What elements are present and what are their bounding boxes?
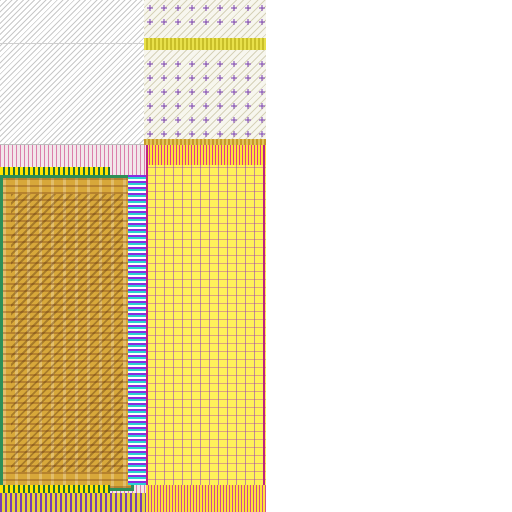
plus-marker <box>245 5 251 11</box>
plus-marker <box>189 89 195 95</box>
plus-marker <box>161 75 167 81</box>
plus-marker <box>217 89 223 95</box>
plus-marker <box>203 131 209 137</box>
plus-marker <box>161 131 167 137</box>
plus-marker <box>189 61 195 67</box>
routing-block <box>146 145 266 512</box>
plus-marker <box>203 5 209 11</box>
plus-marker <box>161 103 167 109</box>
plus-marker <box>161 61 167 67</box>
plus-marker <box>245 131 251 137</box>
plus-marker <box>175 5 181 11</box>
plus-marker <box>203 117 209 123</box>
plus-marker <box>189 75 195 81</box>
plus-marker <box>175 131 181 137</box>
plus-marker <box>259 5 265 11</box>
plus-marker <box>147 103 153 109</box>
cell-core-block <box>0 145 146 512</box>
hatched-region-top-left <box>0 0 144 145</box>
plus-marker <box>175 61 181 67</box>
plus-marker <box>147 131 153 137</box>
routing-right-rail <box>263 145 265 512</box>
plus-marker <box>231 5 237 11</box>
plus-marker <box>175 75 181 81</box>
plus-marker <box>245 75 251 81</box>
power-ring-bottom <box>0 485 110 493</box>
bottom-band <box>144 139 266 147</box>
plus-marker <box>189 103 195 109</box>
power-ring-top <box>0 167 110 175</box>
plus-marker <box>175 103 181 109</box>
plus-marker <box>231 89 237 95</box>
plus-marker <box>245 103 251 109</box>
plus-marker <box>147 19 153 25</box>
plus-marker <box>245 19 251 25</box>
crosshatch-region-top-right <box>144 0 266 147</box>
plus-marker <box>217 117 223 123</box>
routing-top-strip <box>146 145 266 165</box>
plus-marker <box>203 75 209 81</box>
plus-marker <box>245 89 251 95</box>
plus-marker <box>231 131 237 137</box>
plus-marker <box>147 75 153 81</box>
plus-marker <box>217 61 223 67</box>
plus-marker <box>259 19 265 25</box>
plus-marker <box>203 89 209 95</box>
plus-marker <box>161 19 167 25</box>
plus-marker <box>231 117 237 123</box>
plus-marker <box>217 75 223 81</box>
plus-marker <box>175 117 181 123</box>
plus-marker <box>231 75 237 81</box>
plus-marker <box>259 61 265 67</box>
plus-marker <box>259 75 265 81</box>
plus-marker <box>245 61 251 67</box>
plus-marker <box>259 89 265 95</box>
plus-marker <box>189 131 195 137</box>
plus-marker <box>217 103 223 109</box>
plus-marker <box>203 19 209 25</box>
plus-marker <box>259 103 265 109</box>
plus-marker <box>217 5 223 11</box>
plus-marker <box>259 117 265 123</box>
plus-marker <box>147 61 153 67</box>
standard-cell-array <box>0 175 134 491</box>
plus-marker <box>189 117 195 123</box>
plus-marker <box>217 131 223 137</box>
hatch-divider-line <box>0 43 144 44</box>
plus-marker <box>259 131 265 137</box>
plus-marker <box>189 19 195 25</box>
plus-marker <box>147 117 153 123</box>
routing-bottom-strip <box>146 485 266 512</box>
plus-marker <box>161 5 167 11</box>
core-right-edge <box>128 175 146 485</box>
plus-marker <box>147 89 153 95</box>
plus-marker <box>203 61 209 67</box>
plus-marker <box>161 117 167 123</box>
bottom-pad-row <box>0 493 146 512</box>
yellow-band <box>144 38 266 50</box>
plus-marker <box>175 19 181 25</box>
plus-marker <box>231 19 237 25</box>
plus-marker <box>231 103 237 109</box>
plus-marker <box>147 5 153 11</box>
plus-marker <box>245 117 251 123</box>
plus-marker <box>175 89 181 95</box>
plus-marker <box>189 5 195 11</box>
plus-marker-grid <box>147 5 265 137</box>
routing-left-rail <box>146 145 148 512</box>
plus-marker <box>203 103 209 109</box>
plus-marker <box>217 19 223 25</box>
plus-marker <box>231 61 237 67</box>
plus-marker <box>161 89 167 95</box>
